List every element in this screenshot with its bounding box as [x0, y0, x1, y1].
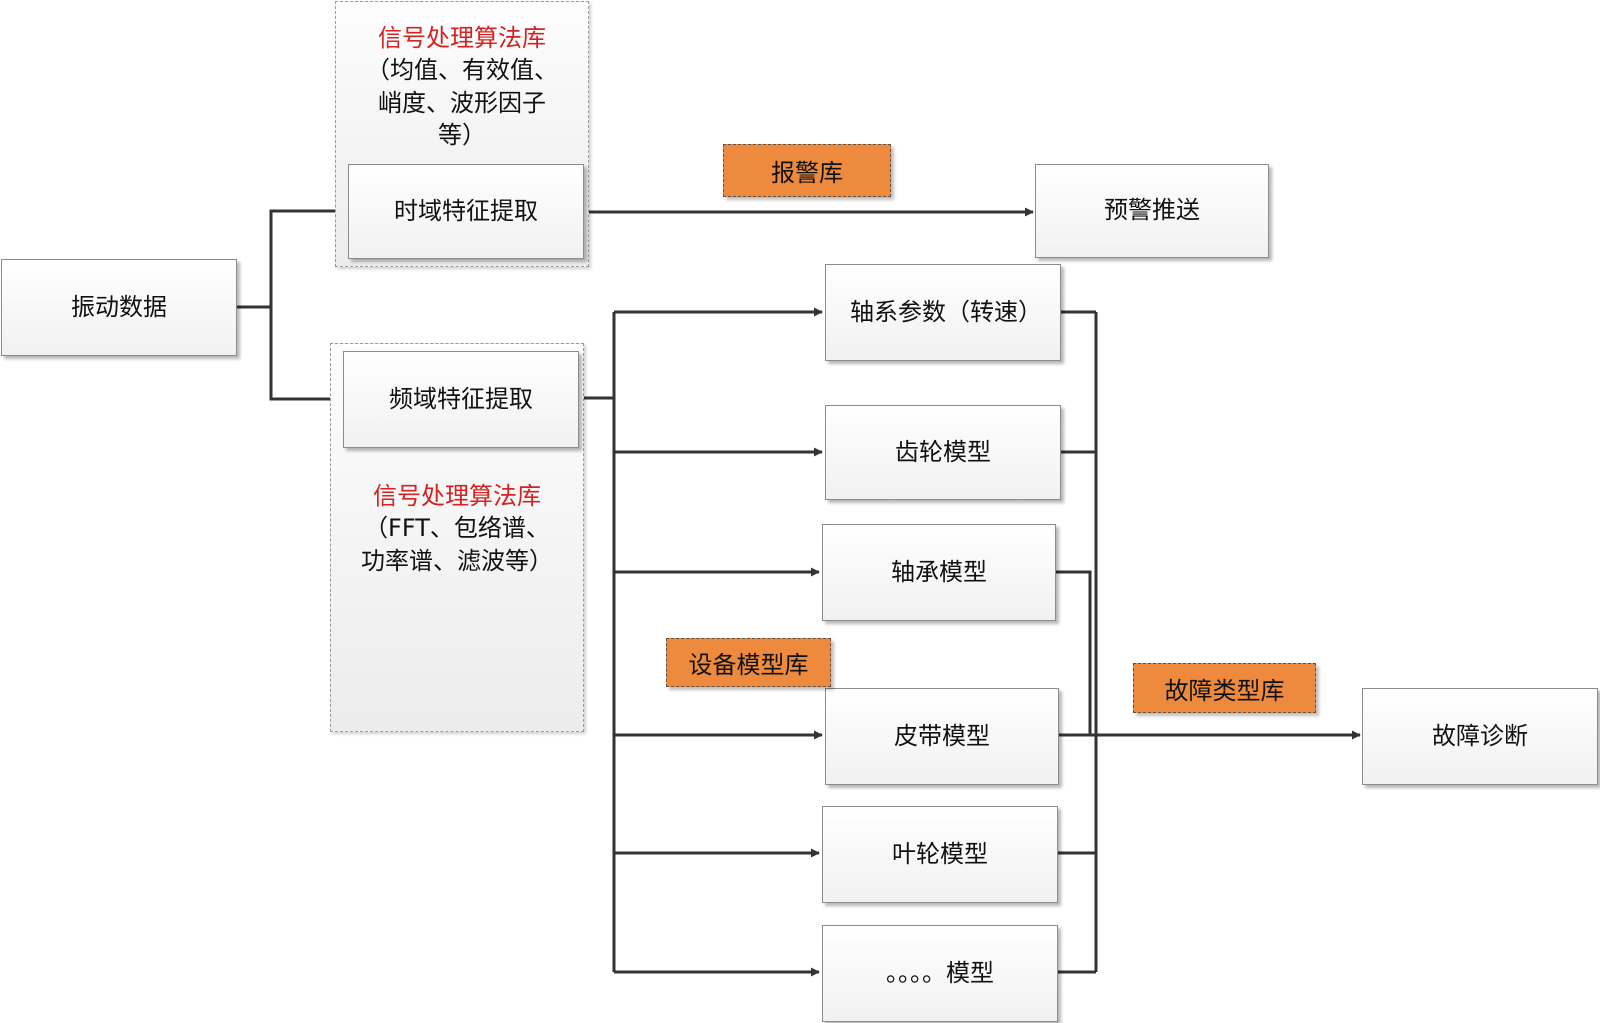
- alarm-library-tag: 报警库: [723, 144, 891, 197]
- impeller-model-node: 叶轮模型: [822, 806, 1058, 903]
- other-model-node: 。。。。模型: [822, 925, 1058, 1022]
- freq-library-label: 信号处理算法库 （FFT、包络谱、 功率谱、滤波等）: [330, 480, 584, 577]
- belt-model-node: 皮带模型: [825, 688, 1059, 785]
- freq-library-title: 信号处理算法库: [373, 482, 541, 510]
- time-feature-node: 时域特征提取: [348, 164, 584, 259]
- warning-push-node: 预警推送: [1035, 164, 1269, 258]
- gear-model-node: 齿轮模型: [825, 405, 1061, 500]
- fault-type-library-tag: 故障类型库: [1133, 663, 1316, 713]
- connector-to-time: [269, 206, 347, 307]
- connector-bearing-out: [1055, 570, 1092, 735]
- bearing-model-node: 轴承模型: [822, 524, 1056, 621]
- time-library-title: 信号处理算法库: [378, 24, 546, 52]
- shaft-params-node: 轴系参数（转速）: [825, 264, 1061, 361]
- fault-diagnosis-node: 故障诊断: [1362, 688, 1598, 785]
- freq-feature-node: 频域特征提取: [343, 351, 579, 448]
- connector-to-freq: [269, 307, 342, 404]
- time-library-desc: （均值、有效值、 峭度、波形因子 等）: [366, 56, 558, 150]
- freq-library-desc: （FFT、包络谱、 功率谱、滤波等）: [361, 514, 553, 575]
- vibration-data-node: 振动数据: [1, 259, 237, 356]
- device-model-library-tag: 设备模型库: [666, 638, 831, 687]
- time-library-label: 信号处理算法库 （均值、有效值、 峭度、波形因子 等）: [335, 22, 589, 152]
